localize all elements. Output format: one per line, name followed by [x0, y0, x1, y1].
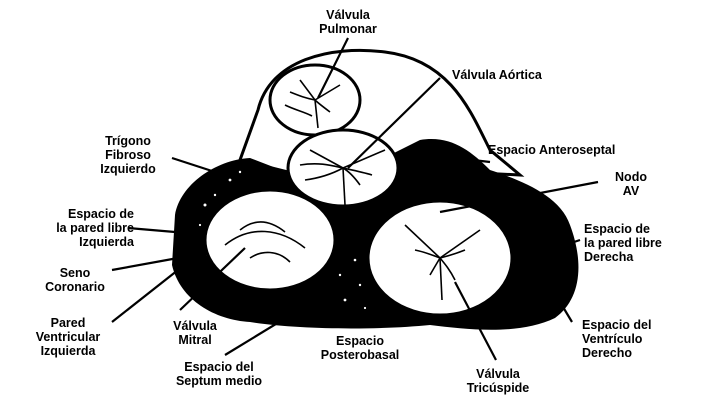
- label-valvula-tricuspide: Válvula Tricúspide: [448, 367, 548, 395]
- label-valvula-mitral: Válvula Mitral: [160, 319, 230, 347]
- label-nodo-av: Nodo AV: [606, 170, 656, 198]
- label-espacio-pared-libre-izquierda: Espacio de la pared libre Izquierda: [4, 207, 134, 249]
- label-seno-coronario: Seno Coronario: [30, 266, 120, 294]
- label-espacio-pared-libre-derecha: Espacio de la pared libre Derecha: [584, 222, 662, 264]
- label-espacio-posterobasal: Espacio Posterobasal: [310, 334, 410, 362]
- label-pared-ventricular-izquierda: Pared Ventricular Izquierda: [18, 316, 118, 358]
- label-valvula-pulmonar: Válvula Pulmonar: [308, 8, 388, 36]
- mitral-valve: [205, 190, 335, 290]
- label-espacio-anteroseptal: Espacio Anteroseptal: [488, 143, 615, 157]
- label-espacio-septum-medio: Espacio del Septum medio: [144, 360, 294, 388]
- label-espacio-ventriculo-derecho: Espacio del Ventrículo Derecho: [582, 318, 651, 360]
- label-trigono-fibroso: Trígono Fibroso Izquierdo: [78, 134, 178, 176]
- label-valvula-aortica: Válvula Aórtica: [452, 68, 542, 82]
